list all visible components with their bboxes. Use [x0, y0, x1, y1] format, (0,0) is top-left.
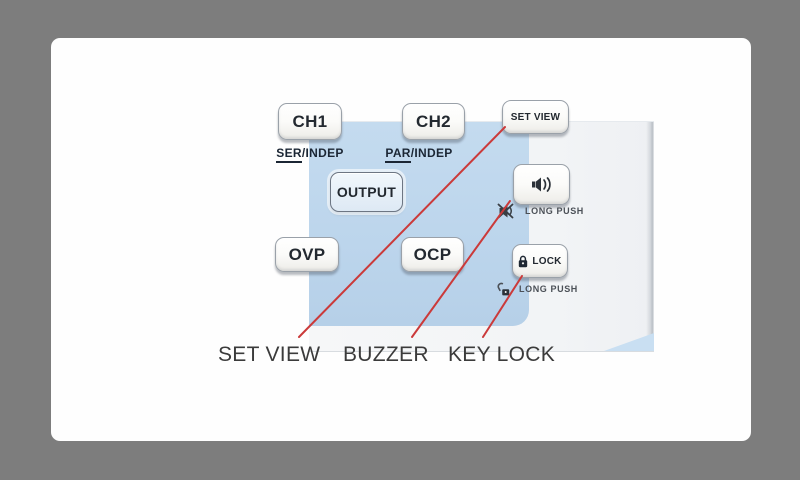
- buzzer-button[interactable]: [513, 164, 570, 205]
- ocp-button[interactable]: OCP: [401, 237, 464, 272]
- ch1-button[interactable]: CH1: [278, 103, 342, 140]
- ch1-sublabel: SER/INDEP: [265, 146, 355, 163]
- figure-card: CH1 SER/INDEP CH2 PAR/INDEP OUTPUT OVP O…: [51, 38, 751, 441]
- lock-button-label: LOCK: [532, 255, 562, 267]
- lock-icon: [518, 255, 528, 268]
- lock-longpush-label: LONG PUSH: [519, 284, 578, 294]
- muted-speaker-icon: [497, 203, 518, 219]
- lock-longpush-row: LONG PUSH: [495, 281, 578, 297]
- set-view-button[interactable]: SET VIEW: [502, 100, 569, 134]
- annotation-label-set-view: SET VIEW: [218, 343, 321, 366]
- panel-corner-triangle: [604, 333, 654, 351]
- buzzer-longpush-row: LONG PUSH: [497, 203, 584, 219]
- buzzer-longpush-label: LONG PUSH: [525, 206, 584, 216]
- ovp-button[interactable]: OVP: [275, 237, 339, 272]
- ch2-button[interactable]: CH2: [402, 103, 465, 140]
- annotation-label-key-lock: KEY LOCK: [448, 343, 556, 366]
- open-lock-icon: [495, 281, 512, 297]
- ch2-sublabel-strong: PAR: [385, 146, 411, 163]
- front-panel: [309, 121, 654, 351]
- lock-button[interactable]: LOCK: [512, 244, 568, 278]
- annotation-label-buzzer: BUZZER: [343, 343, 429, 366]
- ch2-sublabel: PAR/INDEP: [374, 146, 464, 163]
- speaker-icon: [531, 176, 553, 193]
- ch2-sublabel-rest: /INDEP: [410, 146, 453, 160]
- output-button[interactable]: OUTPUT: [330, 172, 403, 212]
- ch1-sublabel-strong: SER: [276, 146, 302, 163]
- ch1-sublabel-rest: /INDEP: [301, 146, 344, 160]
- panel-right-edge: [646, 122, 654, 351]
